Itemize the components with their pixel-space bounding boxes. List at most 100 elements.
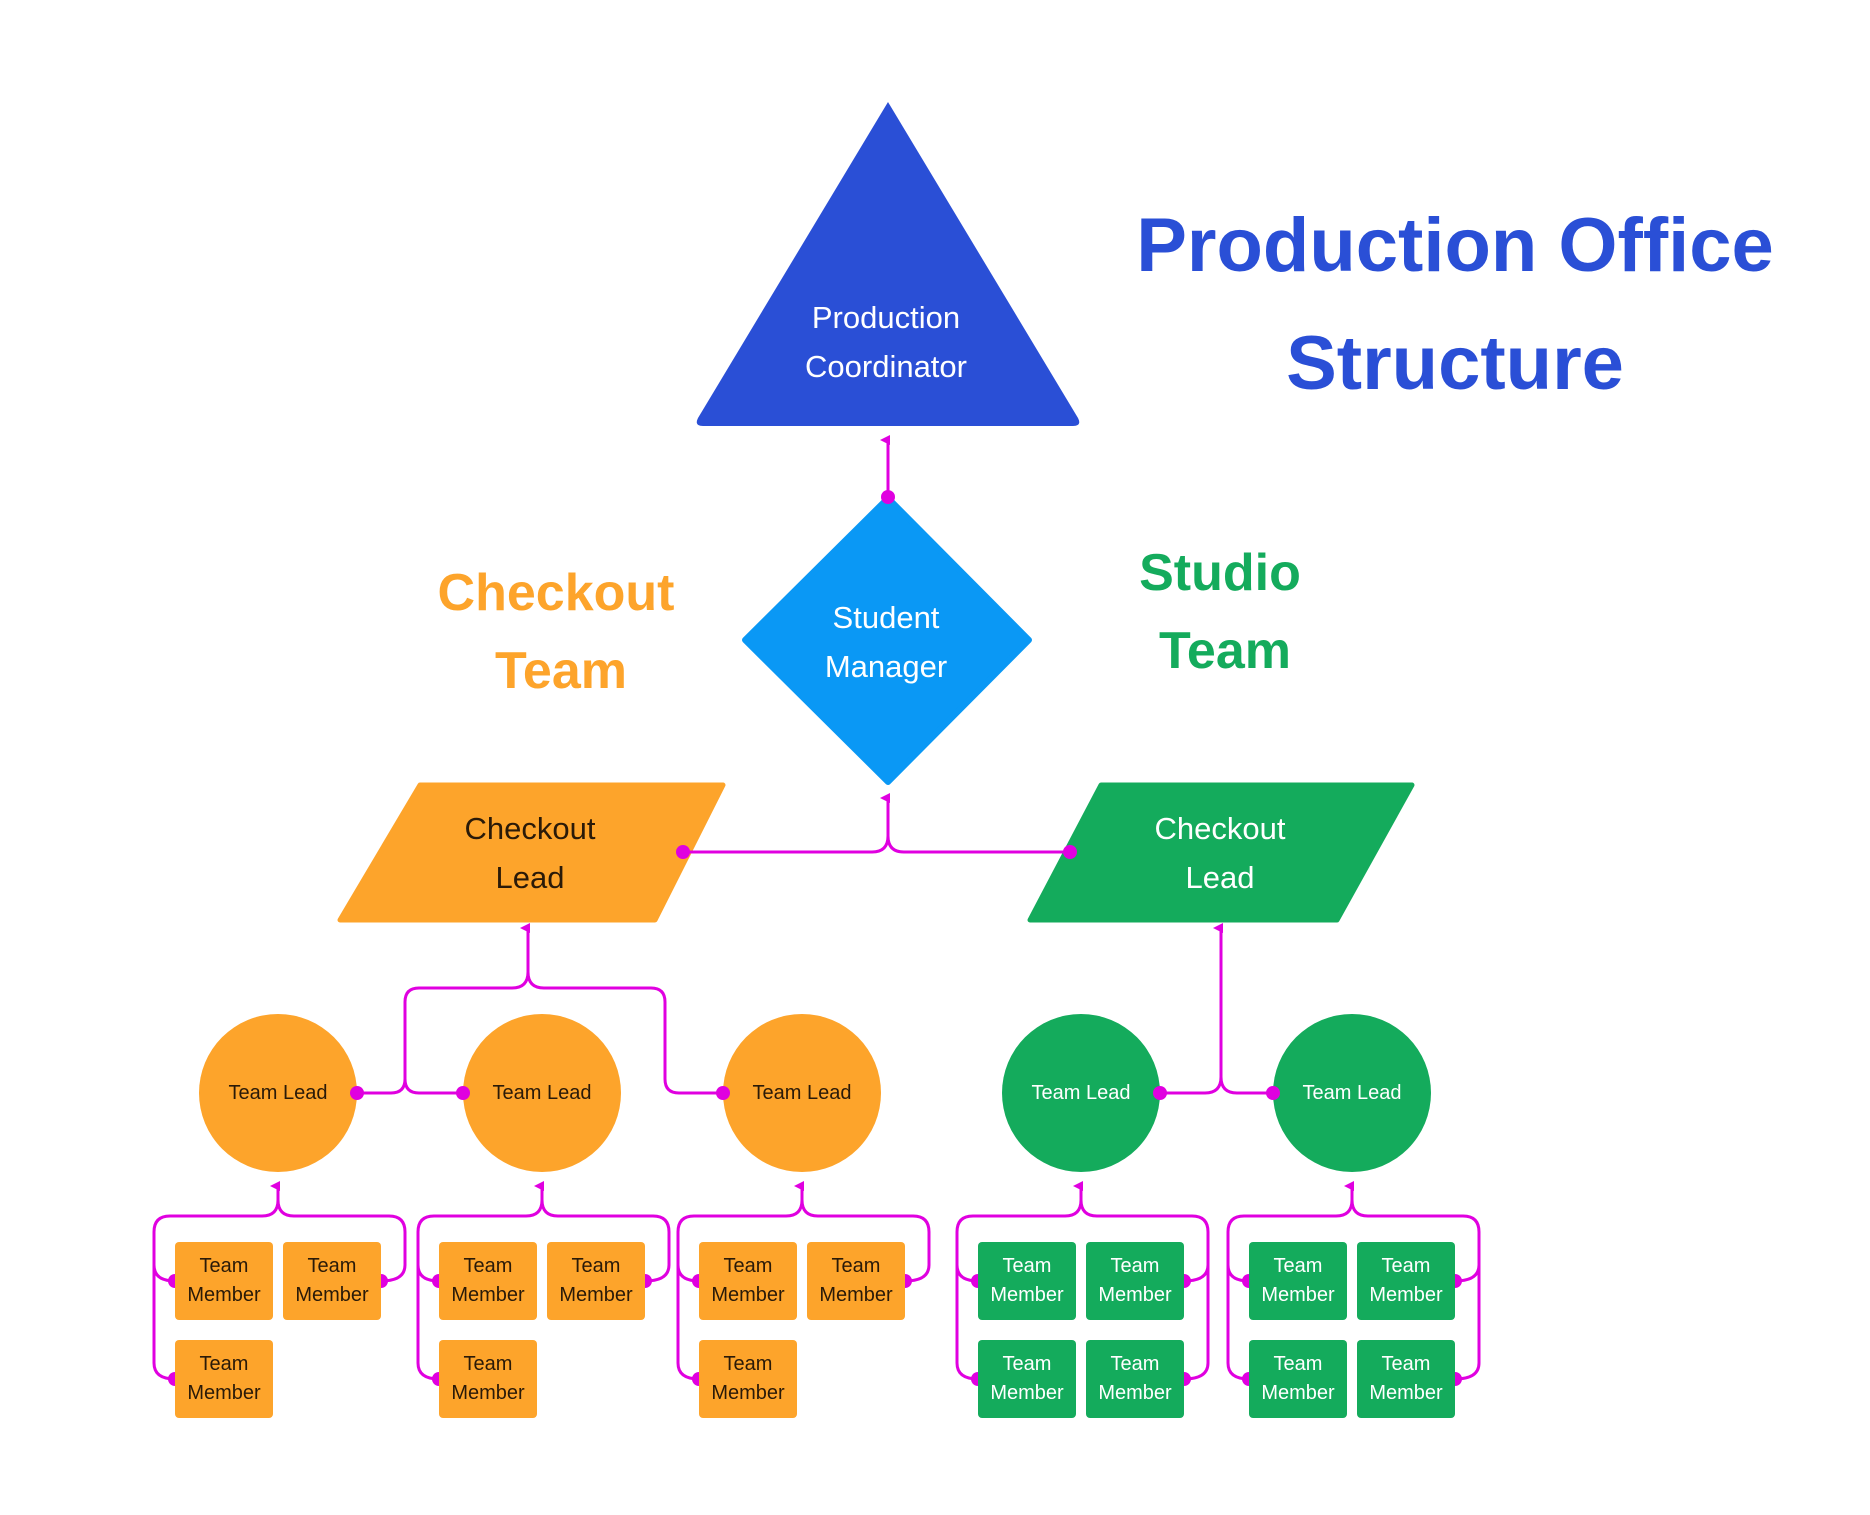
checkout-group-2-bracket-left — [416, 1199, 544, 1381]
member-label-line2: Member — [711, 1284, 785, 1306]
connector-dot-manager — [881, 490, 895, 504]
checkout-team-lead-1-circle — [199, 1014, 357, 1172]
member-label-line2: Member — [451, 1284, 525, 1306]
checkout-group-1-bracket-left — [152, 1199, 280, 1381]
member-label-line1: Team — [723, 1353, 773, 1375]
studio-lead-node[interactable]: Checkout Lead — [1155, 804, 1286, 902]
connector-checkout-team-leads-to-lead — [357, 923, 530, 1095]
page-title-line2: Structure — [1286, 321, 1624, 406]
studio-group-1-bracket-left — [955, 1199, 1083, 1381]
checkout-group-3-bracket-right — [800, 1199, 931, 1283]
member-label-line2: Member — [295, 1284, 369, 1306]
production-coordinator-line1: Production — [811, 300, 961, 335]
member-label-line1: Team — [1110, 1353, 1160, 1375]
member-label-line1: Team — [831, 1255, 881, 1277]
studio-lead-line1: Checkout — [1154, 811, 1286, 846]
member-label-line1: Team — [723, 1255, 773, 1277]
member-label-line1: Team — [1381, 1353, 1431, 1375]
checkout-team-lead-2[interactable]: Team Lead — [493, 1083, 592, 1103]
checkout-group-3-bracket-left — [676, 1199, 804, 1381]
member-label-line2: Member — [1369, 1284, 1443, 1306]
connector-dot-studio-lead — [1063, 845, 1077, 859]
studio-team-lead-1[interactable]: Team Lead — [1032, 1083, 1131, 1103]
member-label-line2: Member — [559, 1284, 633, 1306]
checkout-group-2-bracket-right — [540, 1199, 671, 1283]
page-title: Production Office Structure — [1136, 187, 1774, 423]
checkout-team-lead-2-circle — [463, 1014, 621, 1172]
connector-studio-team-lead-2 — [1219, 1076, 1273, 1095]
member-label-line2: Member — [1261, 1284, 1335, 1306]
studio-lead-parallelogram — [1027, 782, 1415, 923]
studio-team-heading-line2: Team — [1159, 622, 1291, 680]
checkout-team-heading: Checkout Team — [438, 554, 675, 710]
connector-studio-lead-to-manager — [886, 835, 1070, 854]
member-label-line1: Team — [463, 1353, 513, 1375]
studio-group-2-bracket-right — [1350, 1199, 1481, 1381]
student-manager-node[interactable]: Student Manager — [825, 593, 947, 691]
connector-dot-checkout-team-lead-1 — [350, 1086, 364, 1100]
member-label-line1: Team — [1273, 1255, 1323, 1277]
connector-checkout-team-lead-2 — [403, 1078, 463, 1095]
studio-team-lead-2-label: Team Lead — [1302, 1082, 1402, 1104]
member-label-line2: Member — [451, 1382, 525, 1404]
studio-team-lead-1-circle — [1002, 1014, 1160, 1172]
checkout-team-lead-1[interactable]: Team Lead — [229, 1083, 328, 1103]
checkout-team-lead-1-label: Team Lead — [228, 1082, 328, 1104]
connector-dot-checkout-team-lead-2 — [456, 1086, 470, 1100]
page-title-line1: Production Office — [1136, 203, 1774, 288]
member-label-line1: Team — [1381, 1255, 1431, 1277]
member-label-line2: Member — [1098, 1284, 1172, 1306]
production-coordinator-triangle — [696, 102, 1080, 426]
studio-group-2-bracket-left — [1226, 1199, 1354, 1381]
studio-lead-line2: Lead — [1185, 860, 1255, 895]
student-manager-diamond — [742, 495, 1032, 785]
checkout-team-lead-2-label: Team Lead — [492, 1082, 592, 1104]
checkout-team-lead-3[interactable]: Team Lead — [753, 1083, 852, 1103]
studio-team-lead-2-circle — [1273, 1014, 1431, 1172]
connector-studio-team-leads-to-lead — [1160, 923, 1223, 1095]
member-label-line2: Member — [990, 1284, 1064, 1306]
checkout-lead-line1: Checkout — [464, 811, 596, 846]
checkout-team-lead-3-circle — [723, 1014, 881, 1172]
member-label-line2: Member — [187, 1284, 261, 1306]
checkout-team-heading-line1: Checkout — [437, 564, 675, 622]
checkout-lead-node[interactable]: Checkout Lead — [465, 804, 596, 902]
member-label-line2: Member — [990, 1382, 1064, 1404]
studio-group-1-bracket-right — [1079, 1199, 1210, 1381]
member-label-line2: Member — [1098, 1382, 1172, 1404]
connector-dot-studio-team-lead-2 — [1266, 1086, 1280, 1100]
checkout-lead-line2: Lead — [495, 860, 565, 895]
student-manager-line1: Student — [832, 600, 940, 635]
connector-dot-studio-team-lead-1 — [1153, 1086, 1167, 1100]
member-label-line1: Team — [1002, 1353, 1052, 1375]
studio-team-lead-2[interactable]: Team Lead — [1303, 1083, 1402, 1103]
production-coordinator-node[interactable]: Production Coordinator — [805, 293, 967, 391]
